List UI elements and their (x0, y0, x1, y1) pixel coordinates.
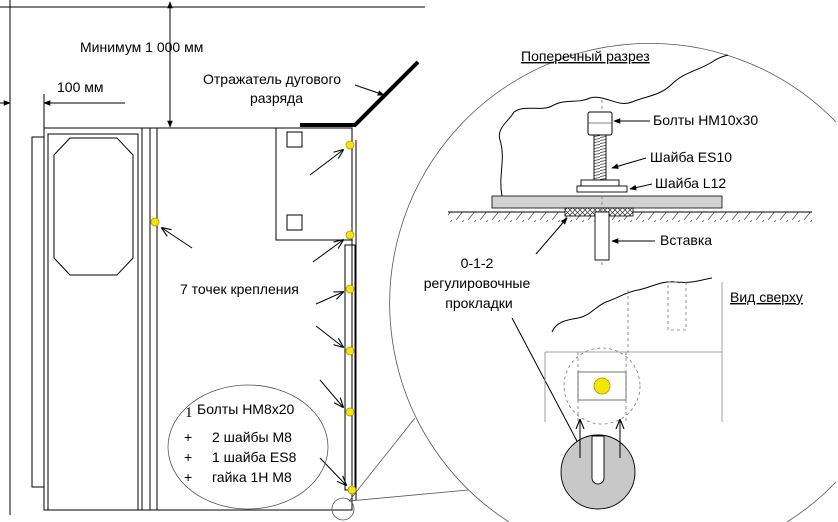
washer-l12 (576, 185, 628, 193)
fixing-point (345, 346, 355, 356)
detail-callout-tail (348, 417, 469, 502)
fasteners-bullet: + (184, 449, 192, 465)
washer-l12-label: Шайба L12 (655, 175, 726, 191)
fixing-point-arrow (315, 292, 343, 305)
fixing-point (347, 485, 357, 495)
fixing-point-arrow (309, 150, 343, 176)
cabinet-base-plate (491, 195, 723, 209)
cross-section-title: Поперечный разрез (521, 48, 650, 64)
washer-l12-pointer-arrow (629, 183, 653, 191)
top-view-insert-outline (563, 347, 641, 425)
fixing-point-arrow (319, 457, 346, 485)
fasteners-item: 1 шайба ES8 (212, 449, 297, 465)
right-side-strip (344, 244, 356, 491)
detail-callout-circle (389, 42, 837, 522)
floor-insert (594, 211, 610, 261)
fixing-points: 7 точек крепления (150, 140, 357, 495)
shims-label-line3: прокладки (445, 295, 513, 311)
cabinet-side-panel (31, 136, 45, 488)
washer-es10-pointer-arrow (611, 157, 647, 169)
fixing-point (593, 377, 611, 395)
arc-reflector: Отражатель дугового разряда (203, 60, 420, 127)
top-view-title: Вид сверху (730, 289, 803, 305)
floor-hatching (448, 212, 812, 222)
reflector-label-line1: Отражатель дугового (203, 71, 341, 87)
fasteners-prefix: 1 (185, 405, 193, 421)
panel-opening (286, 131, 303, 148)
top-view-hidden-opening (667, 281, 687, 331)
fixing-point-arrow (162, 228, 193, 249)
fasteners-bullet: + (184, 429, 192, 445)
detail-origin-marker (331, 497, 355, 521)
bolt-head (587, 111, 613, 136)
fasteners-callout: 1 Болты HM8x20 + 2 шайбы M8 + 1 шайба ES… (167, 384, 329, 510)
arc-reflector-shape (300, 60, 420, 127)
washer-es10-label: Шайба ES10 (650, 149, 732, 165)
washer-es10 (580, 179, 620, 187)
top-right-panel (275, 127, 353, 241)
shims-label-line1: 0-1-2 (461, 255, 494, 271)
fasteners-callout-ellipse (167, 384, 329, 510)
shims-pointer-arrow (535, 217, 568, 255)
cabinet-base-cutaway-contour (498, 54, 729, 197)
side-clearance-label: 100 мм (57, 79, 104, 95)
cabinet-outline (43, 127, 353, 511)
shims-label-line2: регулировочные (424, 275, 531, 291)
fasteners-item: 2 шайбы M8 (212, 429, 292, 445)
bolt-shaft (593, 134, 607, 181)
fasteners-item: гайка 1H M8 (212, 469, 292, 485)
reflector-pointer-arrow (354, 84, 385, 96)
fasteners-title: Болты HM8x20 (197, 401, 295, 417)
fixing-point-arrow (312, 240, 343, 263)
top-view-cutaway-contour (551, 277, 713, 333)
door-inspection-window (53, 137, 134, 276)
reflector-label-line2: разряда (250, 90, 303, 106)
detail-callout (331, 42, 837, 522)
wall-and-dimensions: Минимум 1 000 мм 100 мм (0, 0, 425, 515)
min-height-label: Минимум 1 000 мм (80, 39, 203, 55)
switchgear-cabinet (31, 127, 357, 511)
fixing-point-arrow (315, 325, 343, 347)
panel-opening (286, 214, 303, 231)
fixing-point (345, 140, 355, 150)
fixing-point-arrow (319, 379, 343, 407)
fasteners-bullet: + (184, 469, 192, 485)
fixing-point (345, 407, 355, 417)
bolts-label: Болты HM10x30 (653, 112, 758, 128)
top-view: Вид сверху (544, 277, 803, 510)
detail-callout-circle-segment (786, 481, 837, 522)
cabinet-door (47, 133, 139, 511)
adjustment-shim-slot (591, 435, 605, 485)
fixing-point (345, 284, 355, 294)
fixing-point (345, 230, 355, 240)
cross-section-view: Поперечный разрез Болты HM10x30 Шайба ES… (424, 48, 812, 444)
insert-label: Вставка (660, 232, 712, 248)
fixing-points-label: 7 точек крепления (180, 281, 299, 297)
fixing-point (150, 217, 160, 227)
top-view-washer (577, 371, 627, 401)
